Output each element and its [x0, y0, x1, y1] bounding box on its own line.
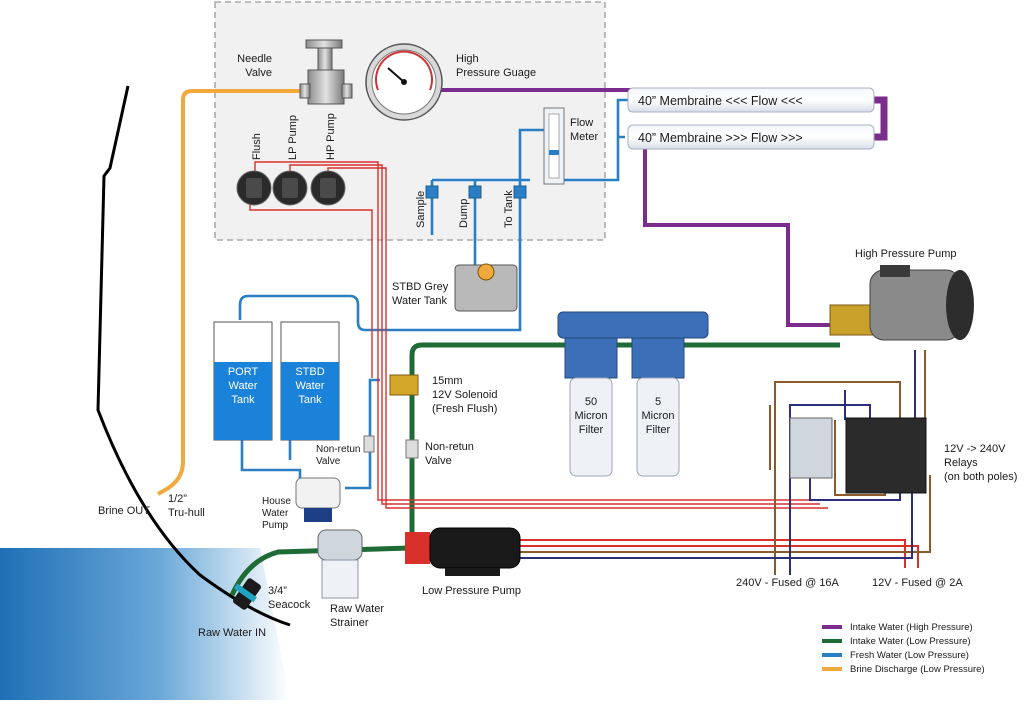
- hp-pump-label: High Pressure Pump: [855, 248, 957, 260]
- filter-5-label-1: 5: [655, 396, 661, 408]
- lp-pump-switch[interactable]: [272, 170, 308, 206]
- membranes: [627, 87, 875, 150]
- hp-pump-switch[interactable]: [310, 170, 346, 206]
- ball-valves: [425, 185, 527, 199]
- solenoid-valve: [389, 374, 419, 396]
- low-pressure-pump: [405, 527, 521, 576]
- seacock-label-2: Seacock: [268, 599, 311, 611]
- port-tank-label-3: Tank: [231, 394, 255, 406]
- grey-tank-label-2: Water Tank: [392, 295, 448, 307]
- filter-5-label-2: Micron: [641, 410, 674, 422]
- house-water-pump: [295, 477, 341, 522]
- membrane-bottom-label: 40” Membraine >>> Flow >>>: [638, 131, 803, 145]
- pressure-gauge: [365, 43, 443, 121]
- non-return-2-label-1: Non-retun: [425, 441, 474, 453]
- gauge-label-1: High: [456, 53, 479, 65]
- relay-block: [789, 417, 927, 494]
- raw-water-strainer: [317, 529, 363, 599]
- port-tank-label-2: Water: [229, 380, 258, 392]
- needle-valve-label-1: Needle: [237, 53, 272, 65]
- strainer-label-1: Raw Water: [330, 603, 384, 615]
- non-return-1-label-1: Non-retun: [316, 444, 360, 455]
- legend-swatch-3: [822, 667, 842, 671]
- brine-pipe: [157, 89, 312, 496]
- stbd-water-tank: [280, 321, 340, 441]
- hp-pump-switch-label: HP Pump: [325, 113, 337, 160]
- non-return-1-label-2: Valve: [316, 456, 341, 467]
- flow-meter-label-1: Flow: [570, 117, 593, 129]
- non-return-valve-1: [363, 435, 375, 453]
- legend-label-3: Brine Discharge (Low Pressure): [850, 664, 985, 675]
- grey-water-tank: [454, 263, 518, 312]
- brine-out-label: Brine OUT: [98, 505, 150, 517]
- high-pressure-pump: [829, 265, 974, 341]
- flush-switch-label: Flush: [251, 133, 263, 160]
- membrane-top-label: 40” Membraine <<< Flow <<<: [638, 94, 803, 108]
- house-pump-label-3: Pump: [262, 520, 289, 531]
- legend-label-0: Intake Water (High Pressure): [850, 622, 973, 633]
- legend: Intake Water (High Pressure) Intake Wate…: [822, 622, 985, 675]
- house-pump-label-2: Water: [262, 508, 289, 519]
- legend-swatch-2: [822, 653, 842, 657]
- thru-hull-label-2: Tru-hull: [168, 507, 205, 519]
- component-labels: Needle Valve High Pressure Guage Flush L…: [98, 53, 1017, 639]
- thru-hull-label-1: 1/2”: [168, 493, 187, 505]
- switch-panel: [236, 170, 346, 206]
- to-tank-valve-label: To Tank: [503, 190, 515, 228]
- lp-pump-switch-label: LP Pump: [287, 115, 299, 160]
- relays-label-2: Relays: [944, 457, 978, 469]
- lp-pump-label: Low Pressure Pump: [422, 585, 521, 597]
- filter-50-label-3: Filter: [579, 424, 604, 436]
- sample-valve-label: Sample: [415, 191, 427, 228]
- filter-50-label-1: 50: [585, 396, 597, 408]
- needle-valve: [299, 39, 353, 105]
- port-water-tank: [213, 321, 273, 441]
- stbd-tank-label-2: Water: [296, 380, 325, 392]
- stbd-tank-label-1: STBD: [295, 366, 324, 378]
- needle-valve-label-2: Valve: [245, 67, 272, 79]
- house-pump-label-1: House: [262, 496, 291, 507]
- port-tank-label-1: PORT: [228, 366, 259, 378]
- filter-50-label-2: Micron: [574, 410, 607, 422]
- legend-swatch-1: [822, 639, 842, 643]
- fuse-240-label: 240V - Fused @ 16A: [736, 577, 840, 589]
- raw-water-in-label: Raw Water IN: [198, 627, 266, 639]
- dump-valve-label: Dump: [458, 199, 470, 228]
- flush-switch[interactable]: [236, 170, 272, 206]
- relays-label-1: 12V -> 240V: [944, 443, 1006, 455]
- solenoid-label-1: 15mm: [432, 375, 463, 387]
- strainer-label-2: Strainer: [330, 617, 369, 629]
- gauge-label-2: Pressure Guage: [456, 67, 536, 79]
- flow-meter: [543, 107, 565, 185]
- legend-swatch-0: [822, 625, 842, 629]
- solenoid-label-2: 12V Solenoid: [432, 389, 497, 401]
- seacock: [233, 578, 261, 610]
- filter-housings: [557, 311, 709, 477]
- filter-5-label-3: Filter: [646, 424, 671, 436]
- hull-outline: [96, 85, 291, 627]
- solenoid-label-3: (Fresh Flush): [432, 403, 497, 415]
- grey-tank-label-1: STBD Grey: [392, 281, 449, 293]
- legend-label-2: Fresh Water (Low Pressure): [850, 650, 969, 661]
- legend-label-1: Intake Water (Low Pressure): [850, 636, 971, 647]
- relays-label-3: (on both poles): [944, 471, 1017, 483]
- non-return-valve-2: [405, 439, 419, 459]
- fuse-12-label: 12V - Fused @ 2A: [872, 577, 963, 589]
- non-return-2-label-2: Valve: [425, 455, 452, 467]
- flow-meter-label-2: Meter: [570, 131, 598, 143]
- stbd-tank-label-3: Tank: [298, 394, 322, 406]
- seacock-label-1: 3/4”: [268, 585, 287, 597]
